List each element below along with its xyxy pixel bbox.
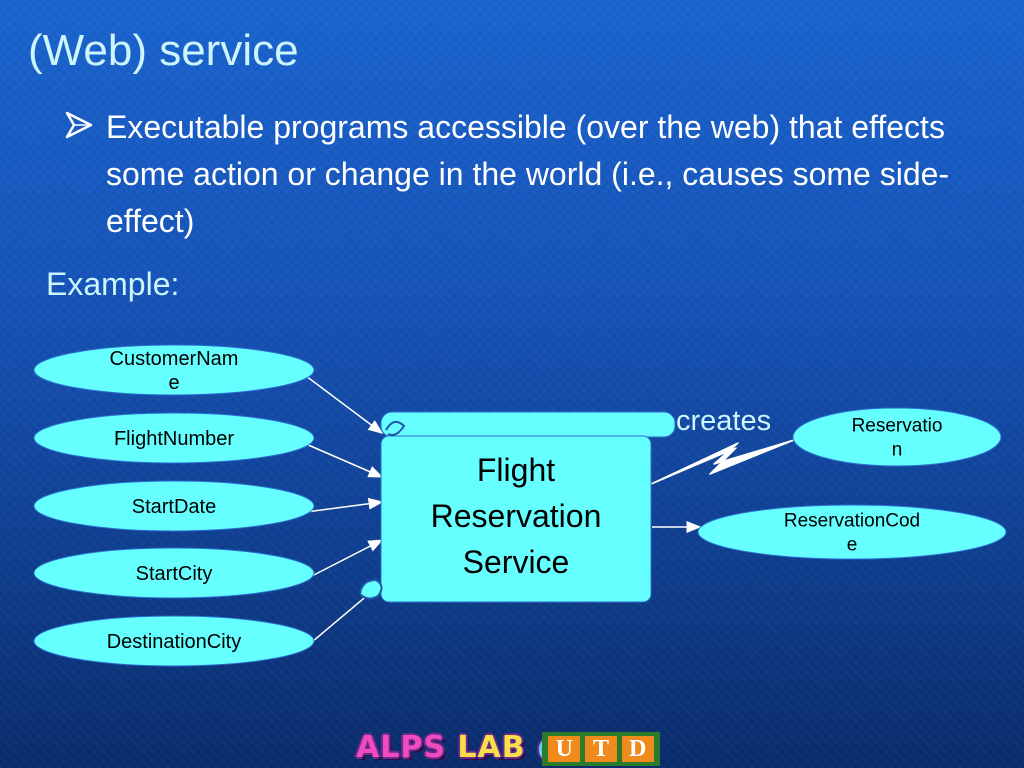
- output-ellipse-reservation: [792, 407, 1002, 467]
- arrow-start-date-to-service: [305, 497, 384, 513]
- logo-part-lab: LAB: [457, 730, 526, 765]
- input-label-customer-name-line-2: e: [168, 372, 179, 394]
- utd-letter-u: U: [548, 736, 581, 762]
- service-label-line-1: Flight: [477, 452, 555, 488]
- input-node-flight-number: FlightNumber: [33, 412, 315, 464]
- creates-label: creates: [676, 405, 771, 437]
- input-ellipse-flight-number: [33, 412, 315, 464]
- arrow-customer-name-to-service: [305, 375, 384, 434]
- slide-title: (Web) service: [28, 26, 299, 75]
- example-label: Example:: [46, 266, 180, 302]
- logo-part-alps: ALPS: [356, 730, 446, 765]
- arrow-start-city-to-service: [305, 539, 384, 580]
- input-ellipse-start-city: [33, 547, 315, 599]
- scroll-curl-bottom-icon: [359, 578, 383, 600]
- input-ellipse-destination-city: [33, 615, 315, 667]
- input-node-start-city: StartCity: [33, 547, 315, 599]
- output-node-reservation-code: ReservationCod e: [697, 504, 1007, 560]
- input-node-start-date: StartDate: [33, 480, 315, 532]
- input-label-customer-name-line-1: CustomerNam: [110, 348, 239, 370]
- input-label-start-date-line-1: StartDate: [132, 496, 216, 518]
- utd-letter-t: T: [584, 736, 617, 762]
- output-ellipse-reservation-code: [697, 504, 1007, 560]
- utd-logo: U T D: [542, 732, 660, 766]
- input-ellipse-customer-name: [33, 344, 315, 396]
- scroll-curl-top-icon: [385, 420, 406, 436]
- bullet-text: Executable programs accessible (over the…: [106, 109, 950, 239]
- output-label-reservation-code-line-1: ReservationCod: [784, 511, 920, 532]
- alps-lab-logo-text: ALPS LAB @: [356, 730, 568, 765]
- service-label-line-2: Reservation: [431, 498, 602, 534]
- input-node-destination-city: DestinationCity: [33, 615, 315, 667]
- service-label-line-3: Service: [463, 544, 570, 580]
- input-label-start-city-line-1: StartCity: [136, 563, 213, 585]
- output-label-reservation-line-2: n: [892, 440, 903, 461]
- input-ellipse-start-date: [33, 480, 315, 532]
- output-label-reservation-line-1: Reservatio: [852, 416, 943, 437]
- utd-letter-d: D: [621, 736, 654, 762]
- input-label-destination-city-line-1: DestinationCity: [107, 631, 242, 653]
- arrow-flight-number-to-service: [305, 443, 384, 478]
- service-body: [380, 435, 652, 603]
- service-scroll-top: [380, 411, 676, 438]
- creates-lightning-icon: [650, 439, 795, 485]
- output-label-reservation-code-line-2: e: [847, 535, 858, 556]
- alps-lab-utd-logo: ALPS LAB @ U T D: [356, 728, 664, 768]
- input-label-flight-number-line-1: FlightNumber: [114, 428, 234, 450]
- output-node-reservation: Reservatio n: [792, 407, 1002, 467]
- arrow-bullet-icon: [65, 111, 93, 139]
